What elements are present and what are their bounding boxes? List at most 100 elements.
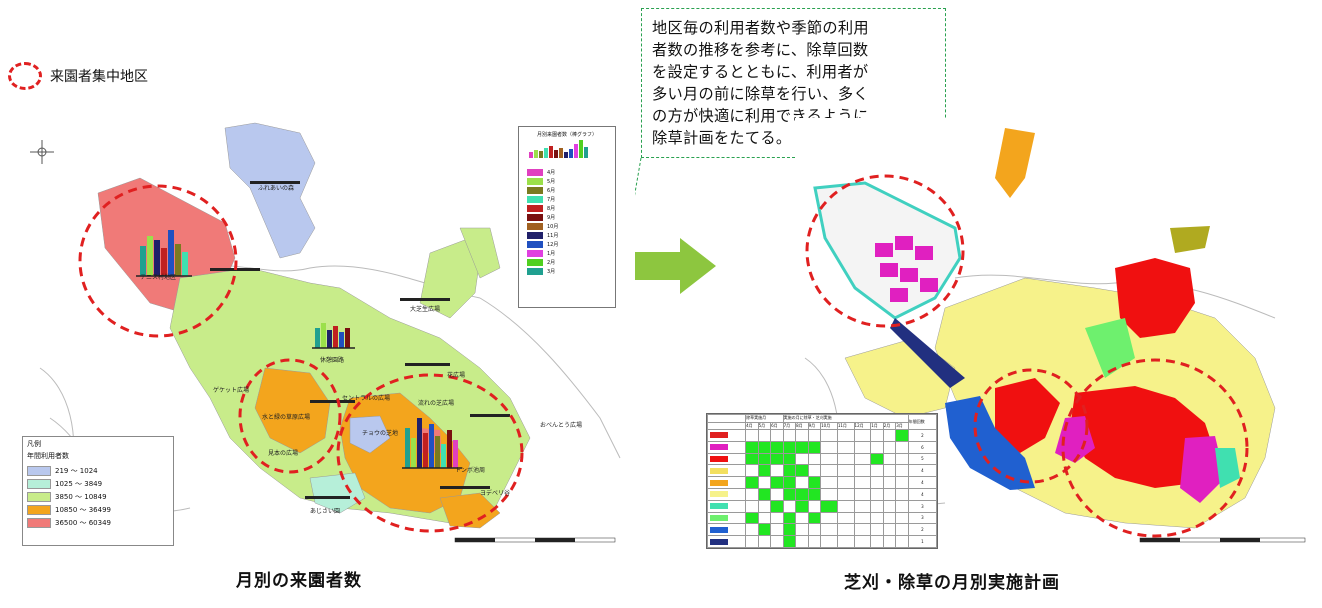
callout-line-6: 除草計画をたてる。 — [652, 129, 792, 147]
dashed-circle-icon — [8, 62, 42, 90]
schedule-cell — [820, 499, 838, 513]
schedule-cell — [836, 476, 855, 489]
schedule-cell — [795, 440, 809, 454]
legend-swatch — [527, 195, 543, 203]
schedule-cell — [745, 464, 759, 478]
schedule-cell — [782, 476, 797, 489]
chart-legend-row: 9月 — [527, 213, 607, 221]
right-caption: 芝刈・除草の月別実施計画 — [844, 573, 1060, 593]
month-header: 2月 — [882, 421, 897, 430]
legend-swatch — [527, 258, 543, 266]
schedule-cell — [895, 452, 909, 466]
legend-swatch — [527, 267, 543, 275]
schedule-cell — [853, 511, 872, 525]
schedule-cell — [745, 440, 759, 454]
concentration-circles-right — [805, 174, 1249, 538]
place-label: 花広場 — [447, 372, 466, 379]
schedule-cell — [895, 487, 909, 501]
legend-label: 8月 — [547, 205, 556, 212]
legend-label: 4月 — [547, 169, 556, 176]
schedule-cell — [770, 487, 784, 501]
schedule-cell — [807, 499, 822, 513]
schedule-cell — [807, 535, 822, 548]
schedule-cell — [882, 464, 897, 478]
schedule-cell — [757, 523, 772, 537]
schedule-cell — [782, 464, 797, 478]
schedule-cell — [807, 523, 822, 537]
tennis-magenta-blocks — [875, 236, 938, 302]
chart-legend-row: 2月 — [527, 258, 607, 266]
legend-swatch — [527, 249, 543, 257]
legend-swatch — [527, 186, 543, 194]
schedule-cell — [882, 429, 897, 442]
schedule-cell — [782, 511, 797, 525]
schedule-cell — [745, 535, 759, 548]
chart-legend-row: 5月 — [527, 177, 607, 185]
callout-line-3: を設定するとともに、利用者が — [652, 63, 869, 81]
schedule-cell — [795, 452, 809, 466]
schedule-cell — [820, 476, 838, 489]
schedule-cell — [853, 464, 872, 478]
schedule-cell — [807, 487, 822, 501]
bar-cluster-tennis — [136, 230, 192, 277]
schedule-cell — [820, 452, 838, 466]
legend-swatch — [527, 231, 543, 239]
left-caption: 月別の来園者数 — [236, 571, 362, 591]
schedule-cell — [882, 511, 897, 525]
schedule-cell — [820, 464, 838, 478]
concentration-legend-label: 来園者集中地区 — [50, 69, 148, 85]
schedule-cell — [836, 511, 855, 525]
schedule-cell — [795, 476, 809, 489]
schedule-cell — [882, 452, 897, 466]
schedule-cell — [895, 523, 909, 537]
legend-label: 9月 — [547, 214, 556, 221]
month-header: 8月 — [795, 421, 809, 430]
place-label: トンボ池周 — [455, 467, 486, 474]
schedule-cell — [870, 535, 884, 548]
schedule-row: 5 — [706, 452, 938, 466]
schedule-cell — [853, 535, 872, 548]
schedule-cell — [820, 487, 838, 501]
chart-legend-row: 4月 — [527, 168, 607, 176]
schedule-cell — [757, 535, 772, 548]
schedule-cell — [882, 476, 897, 489]
chart-legend-row: 11月 — [527, 231, 607, 239]
legend-swatch — [27, 479, 51, 489]
schedule-cell — [745, 499, 759, 513]
schedule-cell — [782, 440, 797, 454]
place-label: おべんとう広場 — [540, 422, 583, 429]
schedule-cell — [757, 499, 772, 513]
place-label: 流れの芝広場 — [418, 400, 455, 407]
chart-legend-row: 7月 — [527, 195, 607, 203]
annual-count: 4 — [907, 487, 938, 501]
schedule-cell — [820, 523, 838, 537]
legend-label: 3月 — [547, 268, 556, 275]
schedule-cell — [770, 440, 784, 454]
schedule-cell — [757, 440, 772, 454]
schedule-cell — [853, 429, 872, 442]
schedule-cell — [782, 499, 797, 513]
schedule-cell — [770, 476, 784, 489]
scale-bar — [454, 537, 616, 543]
legend-label: 6月 — [547, 187, 556, 194]
annual-count: 1 — [907, 535, 938, 548]
schedule-cell — [895, 429, 909, 442]
schedule-cell — [795, 464, 809, 478]
schedule-cell — [807, 464, 822, 478]
annual-count: 3 — [907, 499, 938, 513]
schedule-cell — [836, 535, 855, 548]
schedule-cell — [895, 440, 909, 454]
legend-label: 5月 — [547, 178, 556, 185]
scale-bar-right — [1139, 537, 1306, 543]
schedule-cell — [882, 535, 897, 548]
schedule-cell — [882, 523, 897, 537]
schedule-cell — [870, 464, 884, 478]
legend-label: 36500 ～ 60349 — [55, 519, 111, 527]
chart-legend-row: 12月 — [527, 240, 607, 248]
place-label: あじさい園 — [310, 508, 341, 515]
month-header: 5月 — [757, 421, 772, 430]
schedule-cell — [836, 452, 855, 466]
